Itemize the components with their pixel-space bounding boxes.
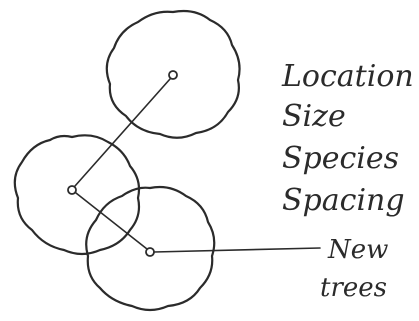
trunk-marker-left [68,186,76,194]
label-size: Size [282,99,346,134]
label-trees: trees [320,273,387,303]
label-species: Species [282,141,399,176]
leader-line-new-trees [154,248,320,252]
trunk-marker-top [169,71,177,79]
label-spacing: Spacing [282,183,405,218]
label-new: New [327,235,388,265]
label-location: Location [281,59,414,94]
